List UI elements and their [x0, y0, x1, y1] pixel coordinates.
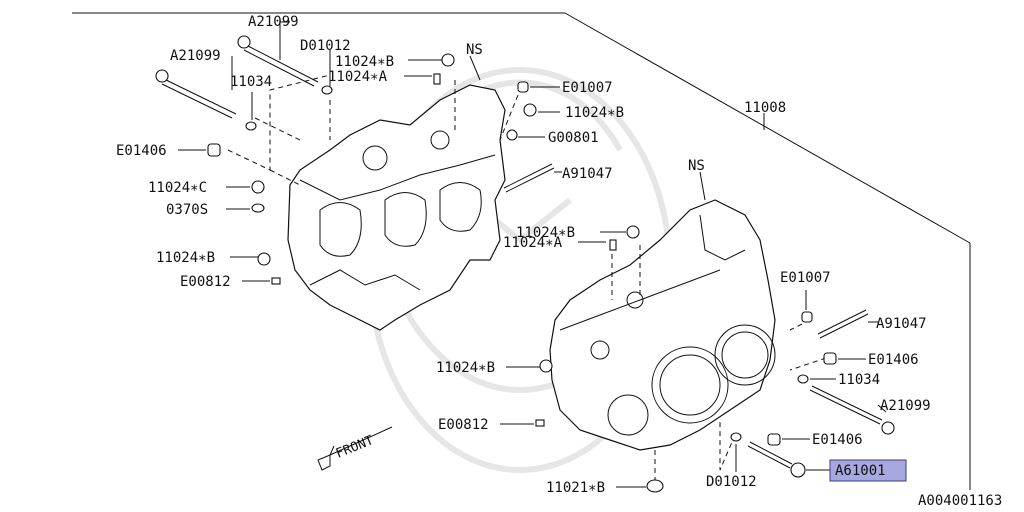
- part-labels: A21099 D01012 11024∗B 11024∗A NS A21099 …: [116, 14, 1002, 509]
- label-11024b-top[interactable]: 11024∗B: [335, 54, 394, 70]
- label-e00812-lower[interactable]: E00812: [438, 417, 489, 433]
- plug-b-top-right: [523, 103, 537, 117]
- label-ns-right: NS: [688, 158, 705, 174]
- label-e01007-top[interactable]: E01007: [562, 80, 613, 96]
- label-a61001[interactable]: A61001: [835, 463, 886, 479]
- long-bolt-right: [809, 385, 895, 435]
- label-a21099-right[interactable]: A21099: [880, 398, 931, 414]
- label-e01007-right[interactable]: E01007: [780, 270, 831, 286]
- label-11024c[interactable]: 11024∗C: [148, 180, 207, 196]
- label-11024b-top-right[interactable]: 11024∗B: [565, 105, 624, 121]
- plug-b-top: [441, 53, 455, 67]
- lower-hardware: [535, 225, 895, 493]
- washer-right: [797, 374, 809, 384]
- stud-a91047-top: [503, 163, 555, 193]
- label-d01012-lower[interactable]: D01012: [706, 474, 757, 490]
- label-e00812-left[interactable]: E00812: [180, 274, 231, 290]
- label-a91047-top[interactable]: A91047: [562, 166, 613, 182]
- dowel-left: [207, 143, 221, 157]
- plug-c: [251, 180, 265, 194]
- frame-lines: [72, 12, 971, 490]
- washer-top: [321, 85, 333, 95]
- front-arrow: FRONT: [317, 426, 393, 471]
- dowel-e01007-top: [517, 81, 529, 93]
- pin-e00812: [271, 277, 281, 285]
- label-11034-left[interactable]: 11034: [230, 74, 272, 90]
- right-block-half: [549, 199, 776, 451]
- label-11034-right[interactable]: 11034: [838, 372, 880, 388]
- plug-b-mid: [626, 225, 640, 239]
- label-11024b-mid[interactable]: 11024∗B: [516, 225, 575, 241]
- ball-g00801: [506, 129, 518, 141]
- pin-e00812-lower: [535, 419, 545, 427]
- label-0370s[interactable]: 0370S: [166, 202, 208, 218]
- leader-lines: [178, 21, 887, 488]
- label-11024a-top[interactable]: 11024∗A: [328, 69, 388, 85]
- plug-b-left: [257, 252, 271, 266]
- label-ns-top: NS: [466, 42, 483, 58]
- long-bolt-left: [155, 69, 237, 119]
- label-e01406-right[interactable]: E01406: [868, 352, 919, 368]
- highlight-a61001[interactable]: [829, 459, 907, 482]
- long-bolt-top: [237, 35, 319, 87]
- dowel-e01406-lower: [767, 433, 781, 446]
- plug-11021b: [646, 479, 664, 493]
- label-11024b-lower[interactable]: 11024∗B: [436, 360, 495, 376]
- gasket-0370s: [251, 203, 265, 213]
- front-label: FRONT: [334, 433, 376, 462]
- washer-d01012-lower: [730, 432, 742, 442]
- label-11008[interactable]: 11008: [744, 100, 786, 116]
- label-a21099-left[interactable]: A21099: [170, 48, 221, 64]
- upper-hardware: [155, 35, 555, 285]
- label-a91047-right[interactable]: A91047: [876, 316, 927, 332]
- label-a21099-top[interactable]: A21099: [248, 14, 299, 30]
- bolt-a61001: [747, 441, 806, 478]
- label-11021b[interactable]: 11021∗B: [546, 480, 605, 496]
- plug-b-lower: [539, 359, 553, 373]
- bolt-a-top: [433, 73, 441, 85]
- stud-a91047-right: [817, 309, 869, 339]
- washer-left: [245, 121, 257, 131]
- diagram-id: A004001163: [918, 493, 1002, 509]
- label-e01406-lower[interactable]: E01406: [812, 432, 863, 448]
- label-d01012-top[interactable]: D01012: [300, 38, 351, 54]
- label-e01406-left[interactable]: E01406: [116, 143, 167, 159]
- left-block-half: [287, 84, 506, 331]
- label-11024b-left[interactable]: 11024∗B: [156, 250, 215, 266]
- dowel-e01406-right: [823, 352, 837, 365]
- dowel-e01007-right: [801, 311, 813, 323]
- bolt-a-mid: [609, 239, 617, 251]
- label-11024a-mid[interactable]: 11024∗A: [503, 235, 563, 251]
- label-g00801[interactable]: G00801: [548, 130, 599, 146]
